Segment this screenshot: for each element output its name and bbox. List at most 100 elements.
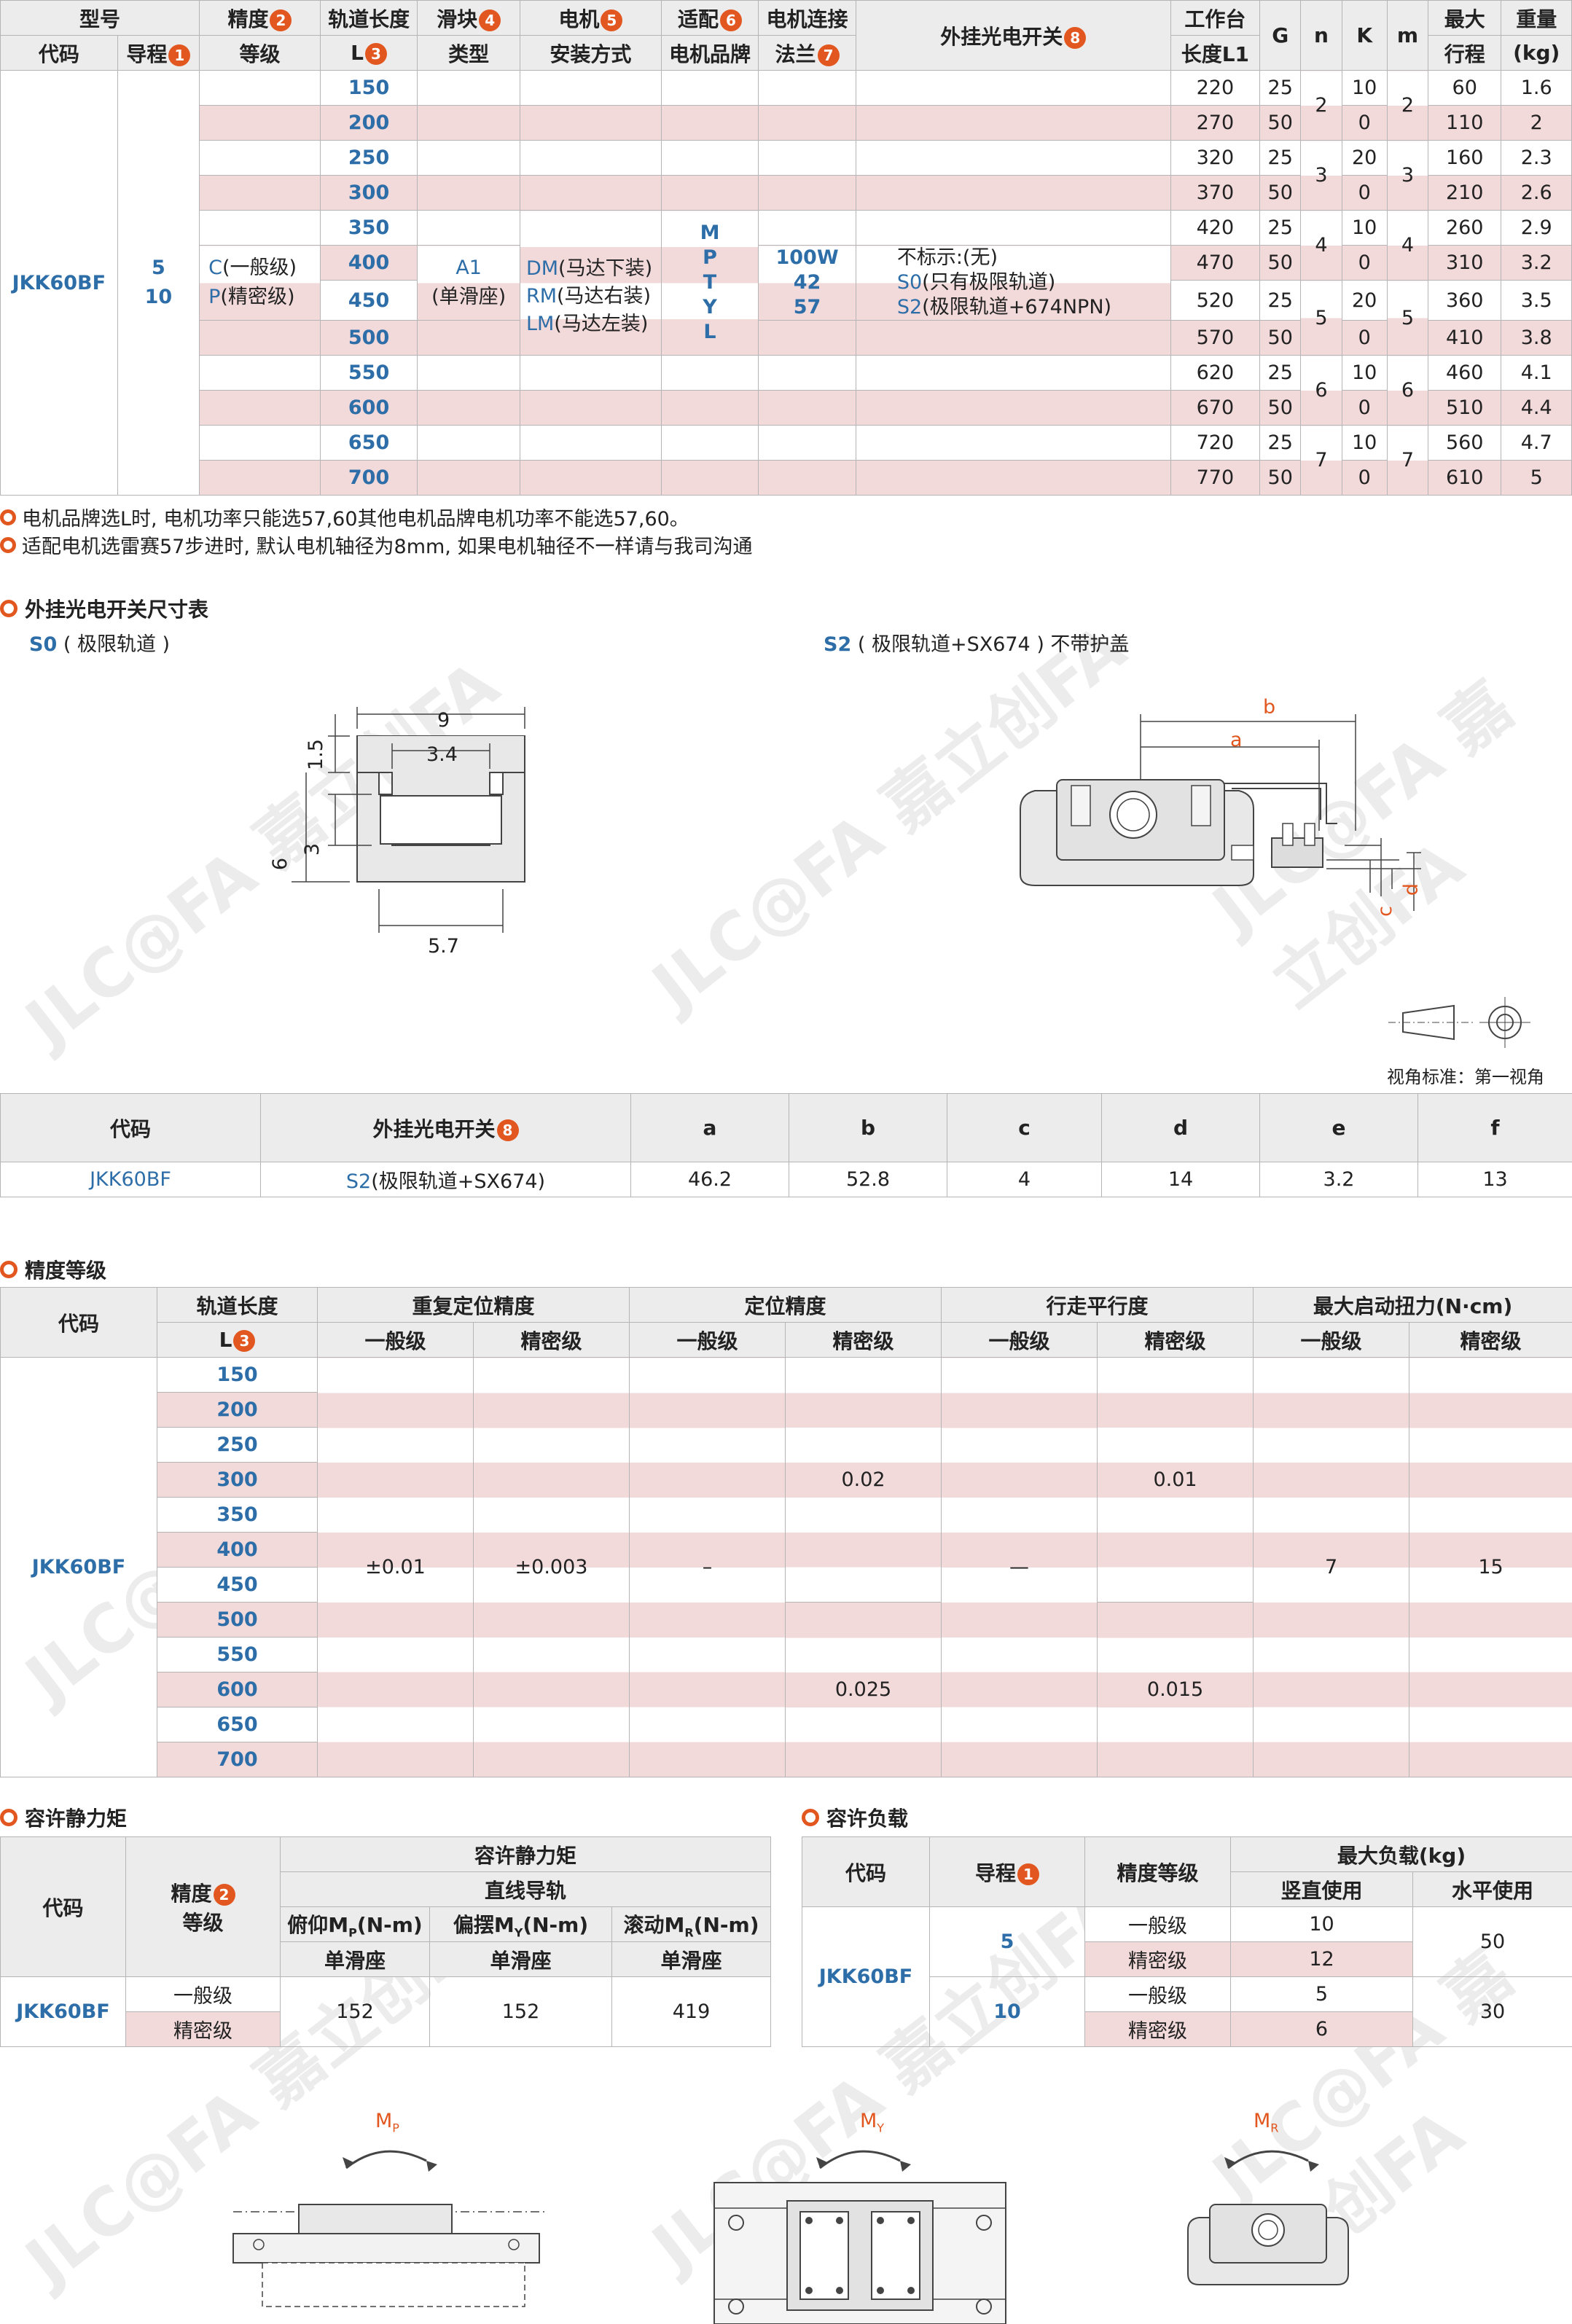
spec-stroke: 460	[1428, 355, 1502, 391]
spec-brand-cell	[660, 425, 759, 461]
spec-brand-cell	[660, 140, 759, 176]
spec-sensor-cell	[855, 70, 1171, 106]
spec-k: 0	[1341, 245, 1388, 281]
pitch-moment-diagram	[232, 2150, 547, 2307]
spec-n: 3	[1300, 140, 1342, 211]
prec-parallel-precise-b: 0.015	[1097, 1602, 1254, 1777]
spec-precision-cell	[199, 210, 321, 246]
load-section-title: 容许负载	[802, 1803, 908, 1832]
spec-flange-cell	[758, 320, 856, 356]
spec-sensor-cell	[855, 175, 1171, 211]
s0-dim-3: 3	[301, 842, 324, 856]
prec-torque-precise: 15	[1409, 1357, 1572, 1777]
prec-parallel-precise-a: 0.01	[1097, 1357, 1254, 1603]
header-model: 型号	[0, 0, 200, 36]
spec-g: 50	[1259, 320, 1302, 356]
spec-m: 6	[1386, 355, 1429, 426]
spec-slider-cell	[417, 355, 520, 391]
header-stroke: 行程	[1428, 35, 1502, 71]
view-standard-label: 视角标准：第一视角	[1387, 1067, 1544, 1087]
spec-flange-cell	[758, 425, 856, 461]
spec-slider-type: A1(单滑座)	[417, 245, 520, 321]
prec-th-g4: 一般级	[1253, 1322, 1410, 1358]
s0-dim-1-5: 1.5	[304, 739, 327, 770]
header-m: m	[1386, 0, 1429, 71]
mom-td-grade-general: 一般级	[125, 1976, 281, 2012]
spec-rail-length: 300	[319, 175, 418, 211]
prec-th-code: 代码	[0, 1287, 157, 1358]
load-th-code: 代码	[802, 1836, 930, 1907]
load-td-vertical: 10	[1230, 1906, 1413, 1942]
s0-label: S0 ( 极限轨道 )	[29, 633, 171, 656]
spec-k: 0	[1341, 175, 1388, 211]
load-td-vertical: 12	[1230, 1941, 1413, 1977]
spec-g: 50	[1259, 390, 1302, 426]
spec-g: 25	[1259, 210, 1302, 246]
spec-k: 10	[1341, 425, 1388, 461]
spec-g: 25	[1259, 355, 1302, 391]
moment-section-title: 容许静力矩	[0, 1803, 127, 1832]
spec-k: 10	[1341, 355, 1388, 391]
spec-l1: 220	[1170, 70, 1261, 106]
prec-length: 500	[157, 1602, 318, 1638]
spec-n: 5	[1300, 280, 1342, 356]
header-install: 安装方式	[519, 35, 662, 71]
spec-g: 50	[1259, 175, 1302, 211]
header-n: n	[1300, 0, 1342, 71]
spec-sensor-cell	[855, 105, 1171, 141]
spec-stroke: 60	[1428, 70, 1502, 106]
prec-length: 450	[157, 1567, 318, 1603]
precision-row: 250	[1, 1427, 1572, 1463]
spec-slider-cell	[417, 320, 520, 356]
mp-label: MP	[375, 2110, 399, 2135]
prec-th-rail: 轨道长度	[157, 1287, 318, 1323]
mom-th-code: 代码	[0, 1836, 126, 1977]
prec-code: JKK60BF	[0, 1357, 157, 1777]
sensor-th-a: a	[630, 1093, 789, 1162]
spec-weight: 4.4	[1501, 390, 1572, 426]
spec-k: 0	[1341, 460, 1388, 496]
load-td-grade: 精密级	[1084, 1941, 1231, 1977]
spec-sensor-cell	[855, 390, 1171, 426]
header-l1: 工作台	[1170, 0, 1261, 36]
prec-th-g2: 一般级	[629, 1322, 786, 1358]
mom-th-single3: 单滑座	[611, 1941, 771, 1977]
spec-brand-cell	[660, 70, 759, 106]
note-1: 电机品牌选L时, 电机功率只能选57,60其他电机品牌电机功率不能选57,60。	[0, 503, 689, 531]
spec-precision-cell	[199, 425, 321, 461]
s0-dim-5-7: 5.7	[428, 935, 459, 958]
sensor-td-code: JKK60BF	[0, 1162, 261, 1197]
spec-l1: 570	[1170, 320, 1261, 356]
spec-weight: 5	[1501, 460, 1572, 496]
spec-slider-cell	[417, 70, 520, 106]
sensor-th-code: 代码	[0, 1093, 261, 1162]
mom-td-my: 152	[429, 1976, 612, 2047]
sensor-th-f: f	[1417, 1093, 1572, 1162]
prec-th-g3: 一般级	[941, 1322, 1098, 1358]
precision-row: 500 0.025 0.015	[1, 1602, 1572, 1777]
header-g: G	[1259, 0, 1302, 71]
spec-flange-cell	[758, 105, 856, 141]
prec-length: 350	[157, 1497, 318, 1533]
header-type: 类型	[417, 35, 520, 71]
spec-rail-length: 700	[319, 460, 418, 496]
spec-k: 0	[1341, 320, 1388, 356]
spec-flange-cell	[758, 210, 856, 246]
spec-precision-cell	[199, 390, 321, 426]
precision-row: 400	[1, 1532, 1572, 1568]
spec-motor-cell	[519, 175, 662, 211]
prec-position-precise-b: 0.025	[785, 1602, 942, 1777]
spec-motor-cell	[519, 70, 662, 106]
